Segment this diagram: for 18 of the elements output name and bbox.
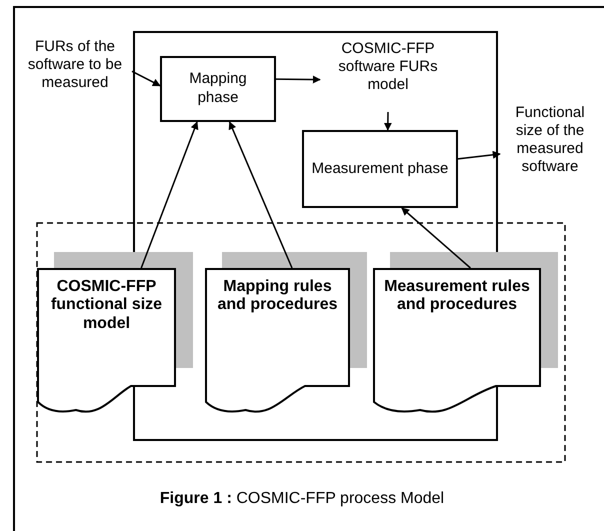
document-label: Measurement rules and procedures <box>383 278 531 315</box>
flow-label: COSMIC-FFP software FURs model <box>320 40 456 112</box>
flow-label: Functional size of the measured software <box>500 104 600 204</box>
arrow <box>228 121 293 268</box>
figure-caption: Figure 1 : COSMIC-FFP process Model <box>160 490 444 507</box>
box-label: Measurement phase <box>312 160 448 178</box>
arrow <box>401 207 471 269</box>
process-box <box>160 56 276 122</box>
arrow <box>276 76 321 84</box>
arrow <box>458 150 501 160</box>
box-label: Mapping phase <box>188 70 248 108</box>
arrow <box>132 70 161 86</box>
arrow <box>140 121 198 268</box>
document-label: Mapping rules and procedures <box>216 278 339 315</box>
flow-label: FURs of the software to be measured <box>18 38 132 112</box>
document-label: COSMIC-FFP functional size model <box>50 278 164 334</box>
process-box <box>302 130 458 208</box>
arrow <box>384 112 392 131</box>
